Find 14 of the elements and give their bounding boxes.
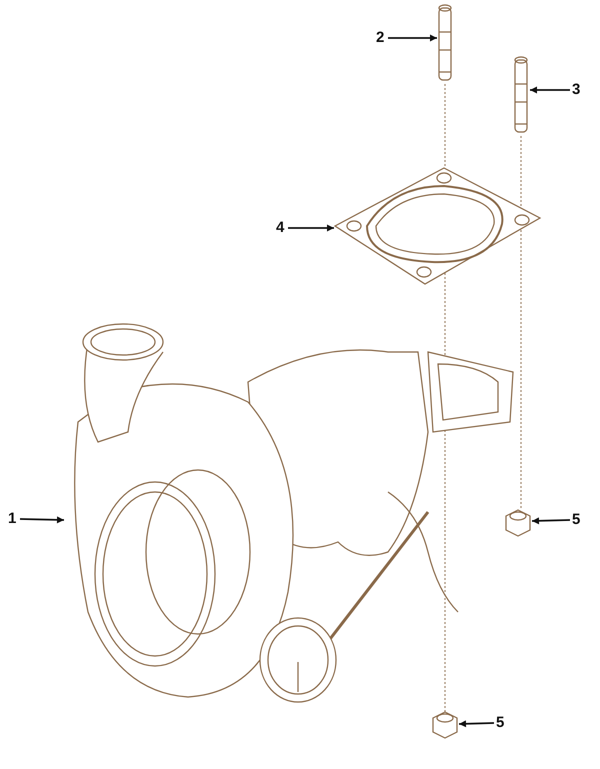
callout-number: 5: [572, 512, 580, 528]
leader-arrow: [532, 517, 570, 524]
leader-arrow: [458, 720, 494, 728]
leader-arrow: [288, 224, 334, 232]
callout-number: 4: [276, 220, 284, 236]
callout-number: 3: [572, 82, 580, 98]
leader-arrow: [20, 516, 64, 524]
callout-number: 5: [496, 715, 504, 731]
center-line: [444, 430, 446, 712]
leader-arrow: [388, 34, 437, 42]
center-line: [444, 272, 446, 356]
leader-arrow: [530, 86, 570, 94]
callout-number: 1: [8, 511, 16, 527]
callout-number: 2: [376, 30, 384, 46]
